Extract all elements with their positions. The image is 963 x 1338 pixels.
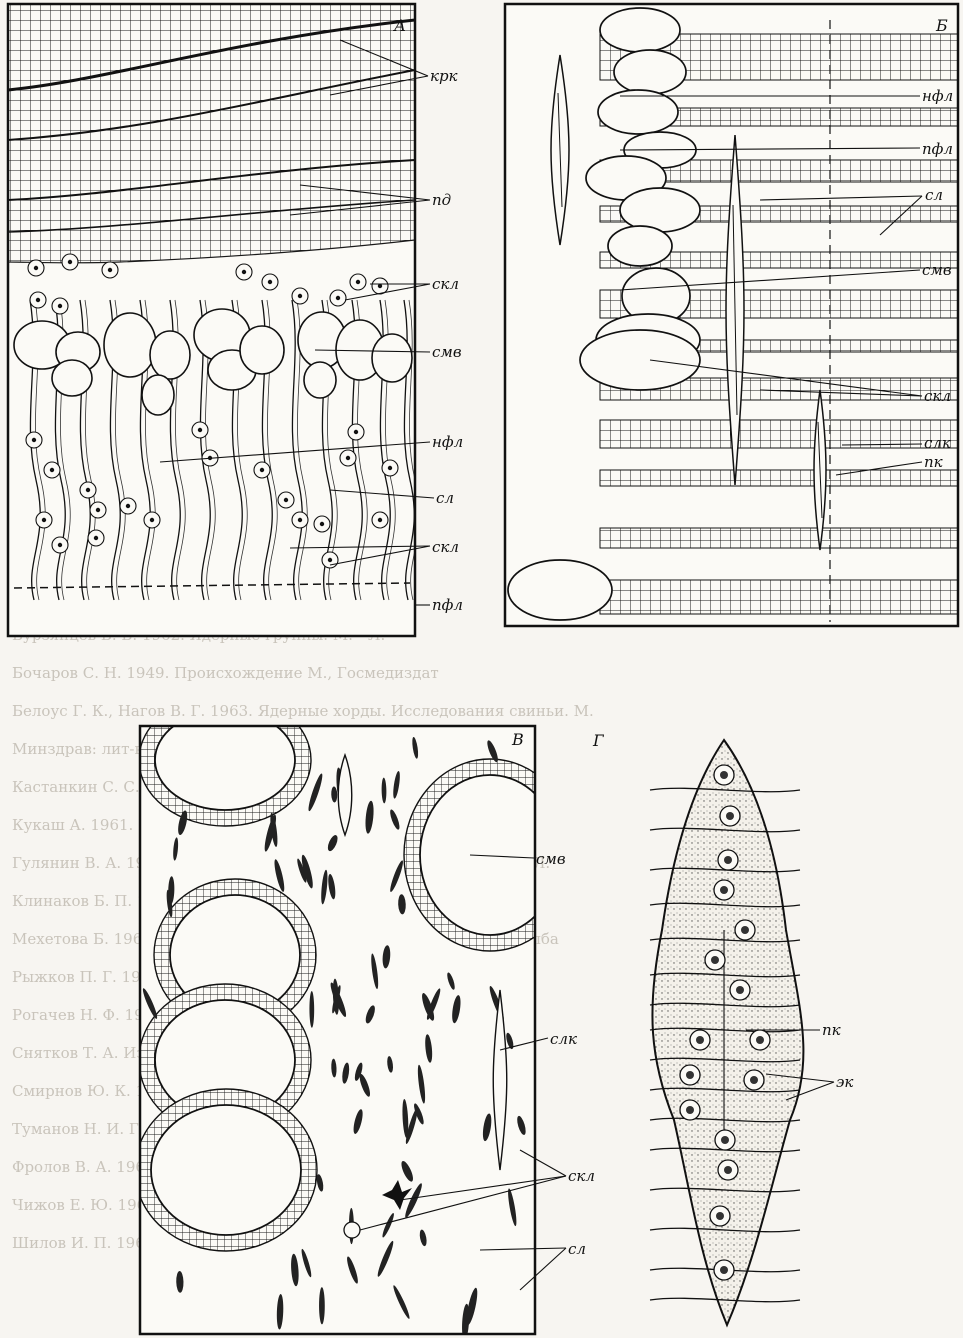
cell-nucleus (298, 518, 302, 522)
vacuolated-cell (104, 313, 156, 377)
label-a-sl: сл (436, 490, 454, 506)
vacuolated-cell (304, 362, 336, 398)
nucleolus (736, 986, 744, 994)
nucleolus (756, 1036, 764, 1044)
label-b-skl: скл (924, 388, 951, 404)
cell-nucleus (378, 518, 382, 522)
fibre-band (600, 580, 958, 614)
cell-nucleus (36, 298, 40, 302)
label-a-nfl: нфл (432, 434, 463, 450)
cell-nucleus (198, 428, 202, 432)
nucleolus (724, 856, 732, 864)
vacuolated-cell (508, 560, 612, 620)
nucleolus (720, 886, 728, 894)
nucleolus (686, 1106, 694, 1114)
nucleolus (724, 1166, 732, 1174)
panel-g-letter: Г (593, 733, 604, 749)
cell-nucleus (126, 504, 130, 508)
vacuolated-cell (142, 375, 174, 415)
label-b-nfl: нфл (922, 88, 953, 104)
cell-nucleus (94, 536, 98, 540)
cell-nucleus (242, 270, 246, 274)
cell-nucleus (260, 468, 264, 472)
fibre-band (600, 470, 958, 486)
cell-nucleus (58, 543, 62, 547)
vacuolated-cell (240, 326, 284, 374)
vacuolated-cell (608, 226, 672, 266)
label-v-slk: слк (550, 1031, 577, 1047)
cell-nucleus (86, 488, 90, 492)
cell-nucleus (320, 522, 324, 526)
label-a-pfl: пфл (432, 597, 463, 613)
cell-nucleus (96, 508, 100, 512)
cell-nucleus (108, 268, 112, 272)
cell-nucleus (32, 438, 36, 442)
cell-nucleus (42, 518, 46, 522)
label-b-pfl: пфл (922, 141, 953, 157)
label-v-smv: смв (536, 851, 566, 867)
vacuolated-cell (580, 330, 700, 390)
label-a-skl-2: скл (432, 539, 459, 555)
cell-nucleus (354, 430, 358, 434)
label-g-ek: эк (836, 1074, 853, 1090)
nucleolus (686, 1071, 694, 1079)
panel-g (650, 740, 803, 1325)
panel-b-letter: Б (936, 18, 948, 34)
label-b-sl: сл (925, 187, 943, 203)
label-v-sl: сл (568, 1241, 586, 1257)
label-b-slk: слк (924, 435, 951, 451)
label-a-smv: смв (432, 344, 462, 360)
nucleolus (720, 771, 728, 779)
label-a-krk: крк (430, 68, 458, 84)
nucleolus (741, 926, 749, 934)
label-a-pd: пд (432, 192, 451, 208)
label-b-pk: пк (924, 454, 943, 470)
nucleolus (721, 1136, 729, 1144)
panel-v-letter: В (512, 732, 524, 748)
label-a-skl: скл (432, 276, 459, 292)
cell-nucleus (34, 266, 38, 270)
vacuole (151, 1105, 301, 1235)
label-b-smv: смв (922, 262, 952, 278)
vacuolated-cell (614, 50, 686, 94)
cell-nucleus (328, 558, 332, 562)
vacuolated-cell (150, 331, 190, 379)
cell-nucleus (58, 304, 62, 308)
panel-a-letter: А (394, 18, 406, 34)
cell-nucleus (356, 280, 360, 284)
cell-nucleus (68, 260, 72, 264)
cell-nucleus (150, 518, 154, 522)
vacuolated-cell (372, 334, 412, 382)
nucleolus (716, 1212, 724, 1220)
round-cell (344, 1222, 360, 1238)
nucleolus (720, 1266, 728, 1274)
cell-nucleus (346, 456, 350, 460)
vacuolated-cell (600, 8, 680, 52)
cell-nucleus (388, 466, 392, 470)
label-g-pk: пк (822, 1022, 841, 1038)
nucleolus (750, 1076, 758, 1084)
nucleolus (726, 812, 734, 820)
fibre-band (600, 528, 958, 548)
vacuolated-cell (598, 90, 678, 134)
vacuolated-cell (620, 188, 700, 232)
label-v-skl: скл (568, 1168, 595, 1184)
cell-nucleus (284, 498, 288, 502)
cell-nucleus (50, 468, 54, 472)
cell-nucleus (268, 280, 272, 284)
vacuolated-cell (52, 360, 92, 396)
cell-nucleus (298, 294, 302, 298)
nucleolus (711, 956, 719, 964)
cell-nucleus (336, 296, 340, 300)
nucleolus (696, 1036, 704, 1044)
